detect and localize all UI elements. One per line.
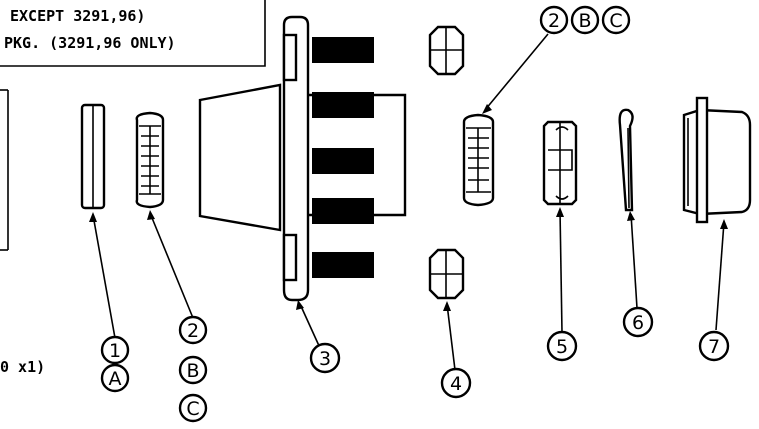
callout-4: 4 <box>440 367 472 399</box>
part-2-bearing-right <box>462 113 495 207</box>
part-6-cotter-pin <box>618 108 634 212</box>
wheel-studs <box>312 37 374 278</box>
callout-A-label: A <box>109 368 122 390</box>
callout-3: 3 <box>309 342 341 374</box>
callout-6: 6 <box>622 306 654 338</box>
callout-B-top: B <box>570 5 600 35</box>
part-4-lug-nut-bottom <box>428 248 465 300</box>
note-box: EXCEPT 3291,96) PKG. (3291,96 ONLY) <box>0 0 266 251</box>
callout-6-label: 6 <box>632 312 644 334</box>
callout-7-label: 7 <box>708 336 720 358</box>
callout-B-top-label: B <box>578 10 591 32</box>
callout-2-left: 2 <box>178 315 208 345</box>
part-4-lug-nut-top <box>428 25 465 76</box>
callout-B-left-label: B <box>186 360 199 382</box>
note-line-2: PKG. (3291,96 ONLY) <box>4 34 176 52</box>
callout-5: 5 <box>546 330 578 362</box>
callout-A: A <box>100 363 130 393</box>
part-7-dust-cap <box>682 96 752 224</box>
part-1-seal <box>80 103 106 210</box>
callout-C-top: C <box>601 5 631 35</box>
callout-4-label: 4 <box>450 373 462 395</box>
part-2-bearing-left <box>135 111 165 209</box>
part-5-spindle-nut <box>542 120 578 206</box>
callout-C-left-label: C <box>186 398 199 420</box>
callout-3-label: 3 <box>319 348 331 370</box>
callout-7: 7 <box>698 330 730 362</box>
callout-B-left: B <box>178 355 208 385</box>
callout-C-top-label: C <box>609 10 622 32</box>
callout-C-left: C <box>178 393 208 423</box>
callout-5-label: 5 <box>556 336 568 358</box>
note-line-1: EXCEPT 3291,96) <box>10 7 145 25</box>
part-3-hub <box>198 15 407 302</box>
callout-1-label: 1 <box>109 340 121 362</box>
callout-1: 1 <box>100 335 130 365</box>
callout-2-top: 2 <box>539 5 569 35</box>
leader-lines <box>89 33 728 371</box>
callout-2-left-label: 2 <box>187 320 199 342</box>
callout-2-top-label: 2 <box>548 10 560 32</box>
fragment-text: 0 x1) <box>0 358 45 376</box>
